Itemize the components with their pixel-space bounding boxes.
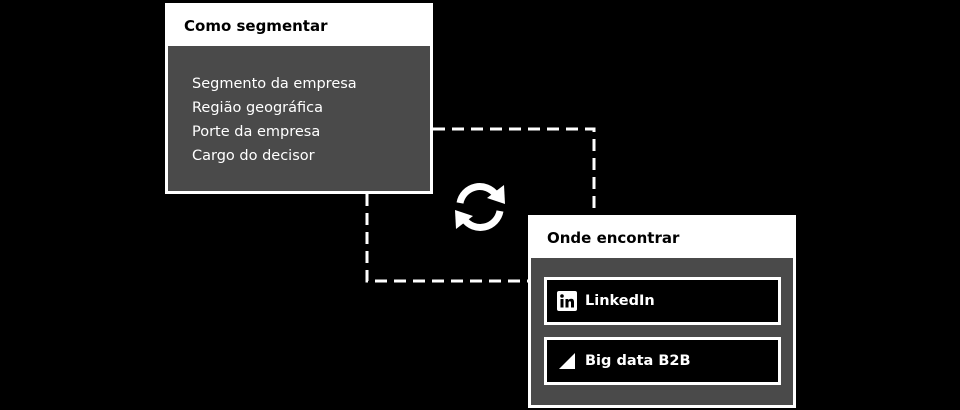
segmentation-criteria-list: Segmento da empresa Região geográfica Po… <box>168 46 430 168</box>
list-item: Segmento da empresa <box>192 76 357 92</box>
sources-card: Onde encontrar LinkedIn Big data B2B <box>528 215 796 408</box>
source-big-data-b2b: Big data B2B <box>544 337 781 385</box>
linkedin-icon <box>557 291 577 311</box>
sync-icon <box>455 183 505 231</box>
list-item: Porte da empresa <box>192 124 321 140</box>
list-item: Cargo do decisor <box>192 148 315 164</box>
segmentation-card: Como segmentar Segmento da empresa Regiã… <box>165 3 433 194</box>
source-label: Big data B2B <box>585 353 691 369</box>
list-item: Região geográfica <box>192 100 323 116</box>
source-linkedin: LinkedIn <box>544 277 781 325</box>
source-label: LinkedIn <box>585 293 655 309</box>
segmentation-card-title: Como segmentar <box>168 6 430 46</box>
sources-card-title: Onde encontrar <box>531 218 793 258</box>
triangle-icon <box>559 353 575 369</box>
